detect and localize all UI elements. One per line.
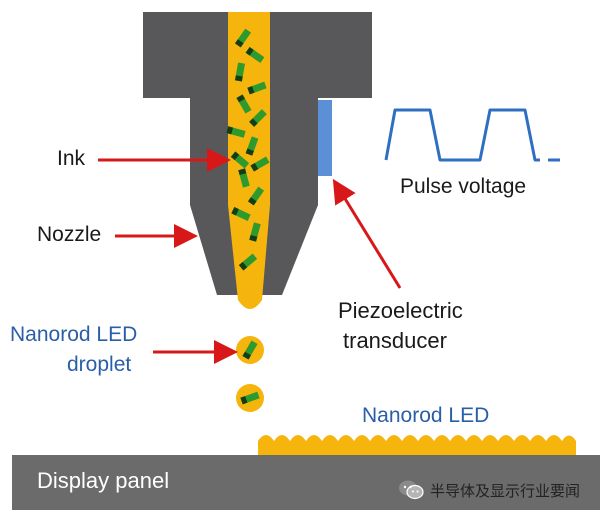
nanorod	[245, 136, 259, 156]
nanorods-in-ink	[226, 28, 270, 271]
nanorod	[230, 151, 250, 169]
pulse-waveform	[384, 108, 540, 162]
arrow-piezo	[332, 178, 402, 289]
nanorod	[231, 207, 251, 221]
nanorod	[238, 168, 250, 188]
label-ink: Ink	[57, 147, 86, 170]
label-piezo-line2: transducer	[343, 328, 447, 353]
watermark: 半导体及显示行业要闻	[398, 477, 580, 503]
label-droplet-line1: Nanorod LED	[10, 323, 138, 346]
nanorod	[245, 46, 265, 64]
nanorod-led-layer	[258, 435, 576, 455]
nanorod	[236, 94, 252, 114]
droplet	[236, 336, 264, 364]
nanorod	[249, 109, 267, 127]
nanorod	[226, 126, 246, 138]
display-panel	[12, 455, 600, 510]
label-piezo-line1: Piezoelectric	[338, 298, 463, 323]
nanorod	[238, 253, 258, 271]
piezo-transducer	[318, 100, 332, 176]
label-nozzle: Nozzle	[37, 223, 102, 246]
nanorod	[234, 28, 252, 48]
label-nanorod-led: Nanorod LED	[362, 404, 490, 427]
nanorod	[234, 62, 246, 82]
label-display-panel: Display panel	[37, 468, 170, 493]
label-pulse-voltage: Pulse voltage	[400, 175, 527, 198]
wechat-icon	[399, 480, 424, 500]
watermark-text: 半导体及显示行业要闻	[430, 482, 581, 500]
nanorod	[250, 156, 270, 172]
nanorod	[247, 81, 267, 95]
label-droplet-line2: droplet	[67, 353, 132, 376]
droplet	[236, 384, 264, 412]
nanorod	[247, 186, 265, 206]
nanorod	[249, 222, 261, 242]
